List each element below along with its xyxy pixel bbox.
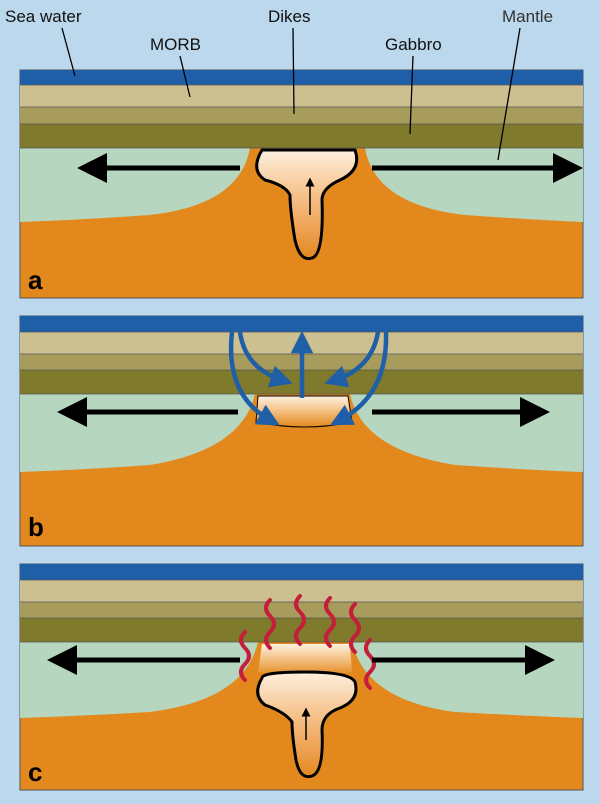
label-morb: MORB (150, 35, 201, 54)
label-dikes: Dikes (268, 7, 311, 26)
label-sea-water: Sea water (5, 7, 82, 26)
heat-wave (294, 594, 306, 646)
panel-letter-a: a (28, 265, 43, 295)
hydrothermal-flow (228, 330, 389, 426)
leader-gabbro (409, 55, 414, 135)
magma-cap (258, 644, 352, 676)
panel-letter-c: c (28, 757, 42, 787)
heat-wave (264, 598, 276, 650)
gabbro-layer (20, 618, 583, 642)
heat-wave (364, 638, 376, 690)
water-flow-arrow (237, 331, 293, 388)
leader-sea-water (61, 27, 76, 77)
heat-waves (239, 594, 376, 690)
sea-water-layer (20, 70, 583, 85)
heat-wave (324, 596, 336, 648)
heat-wave (349, 602, 361, 654)
gabbro-layer (20, 124, 583, 148)
morb-layer (20, 580, 583, 602)
heat-wave (239, 630, 251, 682)
panel-b: b (19, 315, 584, 547)
panel-letter-b: b (28, 512, 44, 542)
label-gabbro: Gabbro (385, 35, 442, 54)
dikes-layer (20, 107, 583, 124)
magma-chamber (256, 670, 358, 779)
sea-water-layer (20, 564, 583, 580)
leader-dikes (292, 27, 295, 115)
magma-chamber (255, 148, 359, 261)
leader-morb (179, 55, 191, 98)
water-flow-arrow (330, 331, 389, 426)
morb-layer (20, 85, 583, 107)
dikes-layer (20, 602, 583, 618)
magma-cap (255, 395, 353, 428)
layer-labels: Sea water MORB Dikes Gabbro Mantle (5, 7, 553, 161)
water-flow-arrow (324, 331, 381, 388)
panel-a: a (19, 69, 584, 299)
water-flow-arrow (228, 331, 280, 426)
label-mantle: Mantle (502, 7, 553, 26)
panel-c: c (19, 563, 584, 791)
leader-mantle (497, 27, 521, 161)
sea-water-layer (20, 316, 583, 332)
